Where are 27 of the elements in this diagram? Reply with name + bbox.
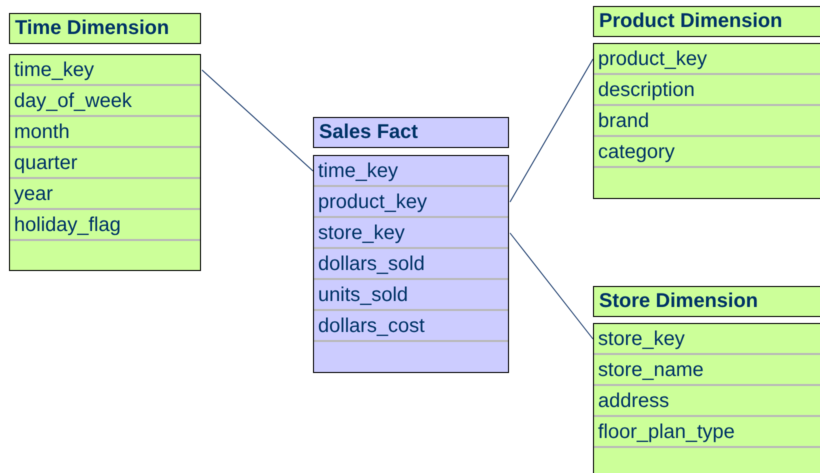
field-name: store_name — [598, 359, 704, 381]
field-name: quarter — [14, 152, 78, 174]
table-header: Sales Fact — [313, 117, 509, 148]
field-name: product_key — [598, 48, 707, 70]
field-name: time_key — [318, 160, 398, 182]
table-header: Product Dimension — [593, 6, 820, 37]
field-name: dollars_cost — [318, 315, 425, 337]
field-name: holiday_flag — [14, 214, 121, 236]
table-header: Time Dimension — [9, 13, 201, 44]
field-name: brand — [598, 110, 650, 132]
connector-line — [510, 58, 594, 202]
field-name: units_sold — [318, 284, 408, 306]
table-header: Store Dimension — [593, 286, 820, 317]
field-name: day_of_week — [14, 90, 132, 112]
field-name: product_key — [318, 191, 427, 213]
field-name: store_key — [318, 222, 405, 244]
field-name: store_key — [598, 328, 685, 350]
field-name: dollars_sold — [318, 253, 425, 275]
connector-line — [202, 70, 314, 172]
field-name: floor_plan_type — [598, 421, 735, 443]
field-name: time_key — [14, 59, 94, 81]
field-name: month — [14, 121, 70, 143]
connector-line — [510, 232, 594, 340]
field-name: description — [598, 79, 695, 101]
field-name: address — [598, 390, 670, 412]
field-name: category — [598, 141, 675, 163]
field-name: year — [14, 183, 53, 205]
